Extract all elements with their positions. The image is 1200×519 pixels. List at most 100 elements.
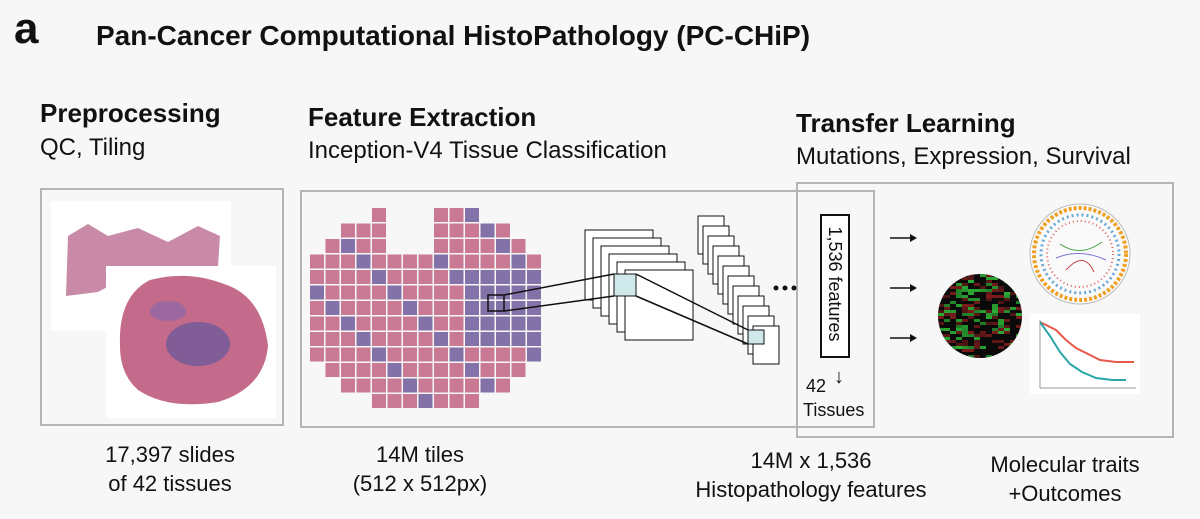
tile — [465, 332, 479, 346]
slide-front-dense-region — [166, 322, 230, 366]
preprocessing-heading: Preprocessing — [40, 98, 221, 128]
heatmap-cell — [1016, 292, 1022, 295]
heatmap-cell — [980, 289, 986, 292]
tile — [480, 254, 495, 269]
tile — [356, 332, 371, 346]
feature-extraction-box — [300, 190, 875, 428]
features-caption: 14M x 1,536 Histopathology features — [695, 448, 927, 502]
filter-patch-2 — [747, 329, 765, 345]
heatmap-cell — [962, 298, 968, 301]
tile — [403, 285, 417, 300]
heatmap-cell — [968, 304, 974, 307]
heatmap-cell — [968, 316, 974, 319]
heatmap-cell — [944, 313, 950, 316]
expression-heatmap — [938, 274, 1022, 358]
tile — [418, 254, 433, 269]
heatmap-cell — [992, 340, 998, 343]
tile — [480, 223, 495, 238]
panel-label: a — [14, 4, 39, 53]
heatmap-cell — [998, 310, 1004, 313]
heatmap-cell — [944, 283, 950, 286]
heatmap-cell — [962, 319, 968, 322]
heatmap-cell — [956, 295, 962, 298]
heatmap-cell — [992, 313, 998, 316]
feature-extraction-caption: 14M tiles (512 x 512px) — [352, 442, 488, 496]
tile — [511, 363, 526, 377]
heatmap-cell — [968, 313, 974, 316]
heatmap-cell — [956, 328, 962, 331]
tile — [496, 347, 510, 362]
heatmap-cell — [956, 343, 962, 346]
heatmap-cell — [962, 283, 968, 286]
tile — [387, 316, 402, 331]
heatmap-cell — [962, 331, 968, 334]
heatmap-cell — [956, 304, 962, 307]
tile — [341, 254, 355, 269]
tile — [434, 332, 448, 346]
heatmap-cell — [950, 346, 956, 349]
tile — [480, 285, 495, 300]
heatmap-cell — [1004, 310, 1010, 313]
tile — [387, 332, 402, 346]
tile — [465, 363, 479, 377]
heatmap-cell — [938, 343, 944, 346]
heatmap-cell — [974, 340, 980, 343]
heatmap-cell — [992, 328, 998, 331]
heatmap-cell — [956, 346, 962, 349]
tile — [341, 239, 355, 253]
heatmap-cell — [974, 325, 980, 328]
heatmap-cell — [962, 349, 968, 352]
heatmap-cell — [968, 307, 974, 310]
tile — [356, 363, 371, 377]
cnn-diagram — [310, 208, 797, 408]
heatmap-cell — [950, 331, 956, 334]
transfer-outputs — [890, 203, 1140, 394]
heatmap-cell — [974, 334, 980, 337]
tile — [341, 332, 355, 346]
tile — [449, 363, 464, 377]
tile — [372, 347, 386, 362]
tile — [449, 394, 464, 408]
heatmap-cell — [1016, 352, 1022, 355]
heatmap-cell — [944, 355, 950, 358]
heatmap-cell — [950, 355, 956, 358]
heatmap-cell — [1004, 319, 1010, 322]
tile — [325, 347, 340, 362]
tile — [310, 270, 324, 284]
tile — [325, 316, 340, 331]
heatmap-cell — [998, 319, 1004, 322]
tile — [527, 316, 541, 331]
heatmap-cell — [992, 331, 998, 334]
tile — [372, 285, 386, 300]
tile — [496, 378, 510, 393]
selected-tile — [487, 294, 505, 312]
tile — [418, 301, 433, 315]
heatmap-cell — [962, 310, 968, 313]
slide-front-region-2 — [150, 301, 186, 321]
tile — [434, 285, 448, 300]
heatmap-cell — [992, 304, 998, 307]
heatmap-cell — [974, 310, 980, 313]
tile — [387, 363, 402, 377]
heatmap-cell — [1010, 277, 1016, 280]
tile — [325, 239, 340, 253]
heatmap-cell — [950, 286, 956, 289]
heatmap-cell — [944, 280, 950, 283]
tile — [372, 254, 386, 269]
tile — [341, 223, 355, 238]
tile — [372, 301, 386, 315]
heatmap-cell — [998, 340, 1004, 343]
tile — [418, 285, 433, 300]
tile — [527, 332, 541, 346]
heatmap-cell — [968, 289, 974, 292]
heatmap-cell — [944, 352, 950, 355]
heatmap-cell — [1010, 346, 1016, 349]
heatmap-cell — [962, 307, 968, 310]
heatmap-cell — [986, 355, 992, 358]
heatmap-cell — [974, 337, 980, 340]
heatmap-cell — [1010, 274, 1016, 277]
heatmap-cell — [968, 298, 974, 301]
tile — [341, 316, 355, 331]
tissues-label: Tissues — [803, 400, 865, 420]
feature-vector-label: 1,536 features — [825, 226, 845, 342]
